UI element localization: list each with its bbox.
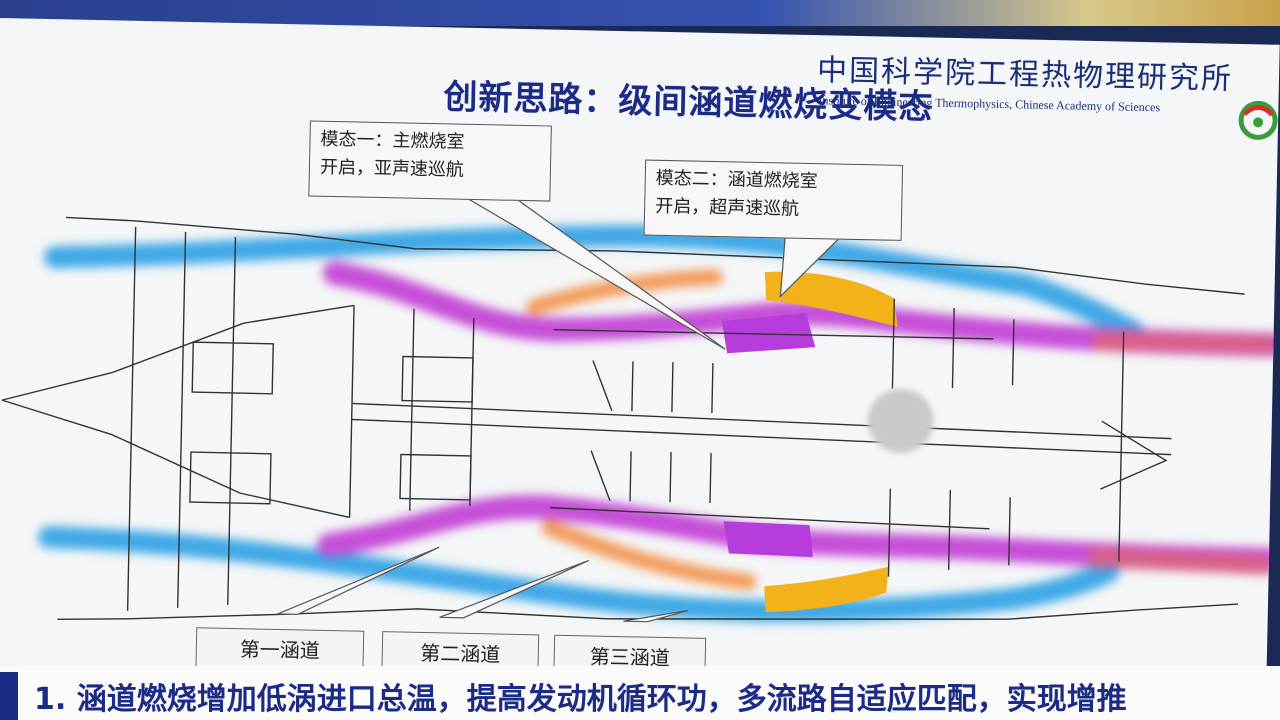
engine-outline [1,216,1245,621]
flow-bands [38,224,1280,623]
mode1-callout-line2: 开启，亚声速巡航 [319,156,465,181]
main-combustor-upper [721,312,816,354]
exhaust-flow-lower [1088,546,1270,575]
duct-burner-lower [764,566,889,613]
bypass2-label-pointer [439,559,590,619]
mode1-callout: 模态一：主燃烧室 开启，亚声速巡航 [308,120,552,202]
first-bypass-flow-upper [44,224,1145,343]
institute-logo-icon [1238,100,1278,140]
duct-burner-upper [764,271,898,327]
presentation-slide: 创新思路：级间涵道燃烧变模态 中国科学院工程热物理研究所 Institute o… [0,18,1280,695]
bypass1-label-pointer [277,546,440,615]
mode2-callout: 模态二：涵道燃烧室 开启，超声速巡航 [643,159,904,241]
main-combustor-lower [723,521,813,558]
mode2-callout-line2: 开启，超声速巡航 [654,195,800,220]
exhaust-flow-upper [1093,330,1274,355]
second-bypass-flow-lower [541,519,757,590]
engine-cross-section-diagram [1,197,1280,623]
left-edge-marker [0,672,18,720]
bottom-caption-bar: 1. 涵道燃烧增加低涡进口总温，提高发动机循环功，多流路自适应匹配，实现增推 [0,666,1280,720]
first-bypass-flow-lower [38,526,1120,623]
bottom-caption-text: 1. 涵道燃烧增加低涡进口总温，提高发动机循环功，多流路自适应匹配，实现增推 [34,682,1127,717]
bypass3-label-pointer [623,609,688,623]
